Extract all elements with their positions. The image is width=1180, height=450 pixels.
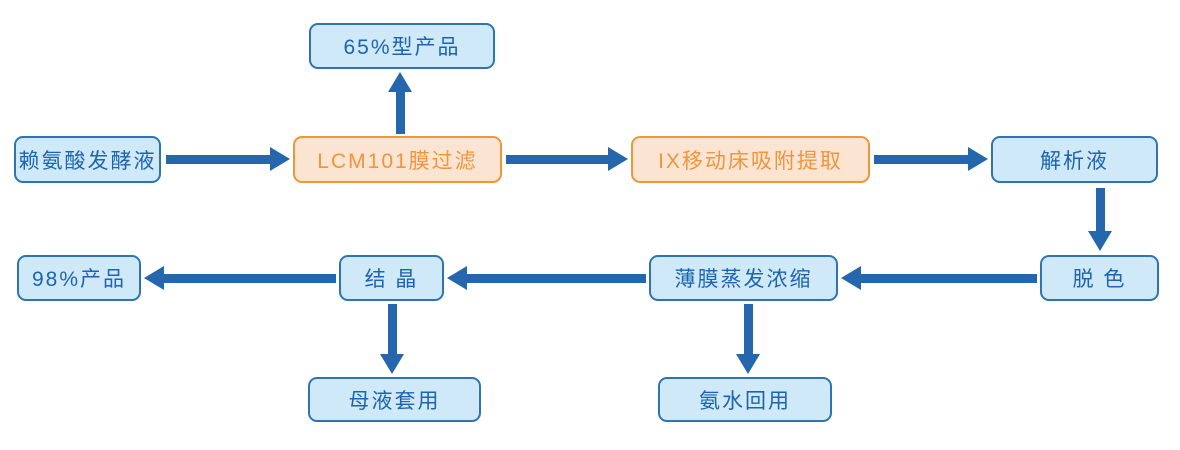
node-decolorization: 脱 色 — [1040, 255, 1159, 301]
node-crystallization: 结 晶 — [339, 255, 444, 301]
node-lcm101-membrane-filtration: LCM101膜过滤 — [293, 136, 502, 183]
node-desorption-liquid: 解析液 — [991, 136, 1158, 183]
arrow-ix-to-desorption-icon — [874, 147, 988, 171]
arrow-lcm101-to-ix-icon — [506, 147, 628, 171]
arrow-crystallization-to-motherliquor-icon — [379, 304, 405, 374]
arrow-evaporation-to-crystallization-icon — [447, 266, 646, 290]
node-ammonia-water-reuse: 氨水回用 — [658, 377, 832, 422]
arrow-fermentation-to-lcm101-icon — [166, 147, 290, 171]
node-mother-liquor-reuse: 母液套用 — [308, 377, 481, 422]
node-product-65: 65%型产品 — [309, 23, 495, 69]
arrow-crystallization-to-product98-icon — [144, 266, 336, 290]
arrow-decolorization-to-evaporation-icon — [841, 266, 1037, 290]
node-thin-film-evaporation: 薄膜蒸发浓缩 — [649, 255, 838, 301]
node-ix-moving-bed-adsorption: IX移动床吸附提取 — [631, 136, 870, 183]
arrow-lcm101-to-product65-icon — [387, 72, 413, 134]
node-fermentation-broth: 赖氨酸发酵液 — [14, 136, 161, 183]
node-product-98: 98%产品 — [17, 255, 141, 301]
arrow-desorption-to-decolorization-icon — [1087, 188, 1113, 251]
arrow-evaporation-to-ammonia-icon — [735, 304, 761, 374]
